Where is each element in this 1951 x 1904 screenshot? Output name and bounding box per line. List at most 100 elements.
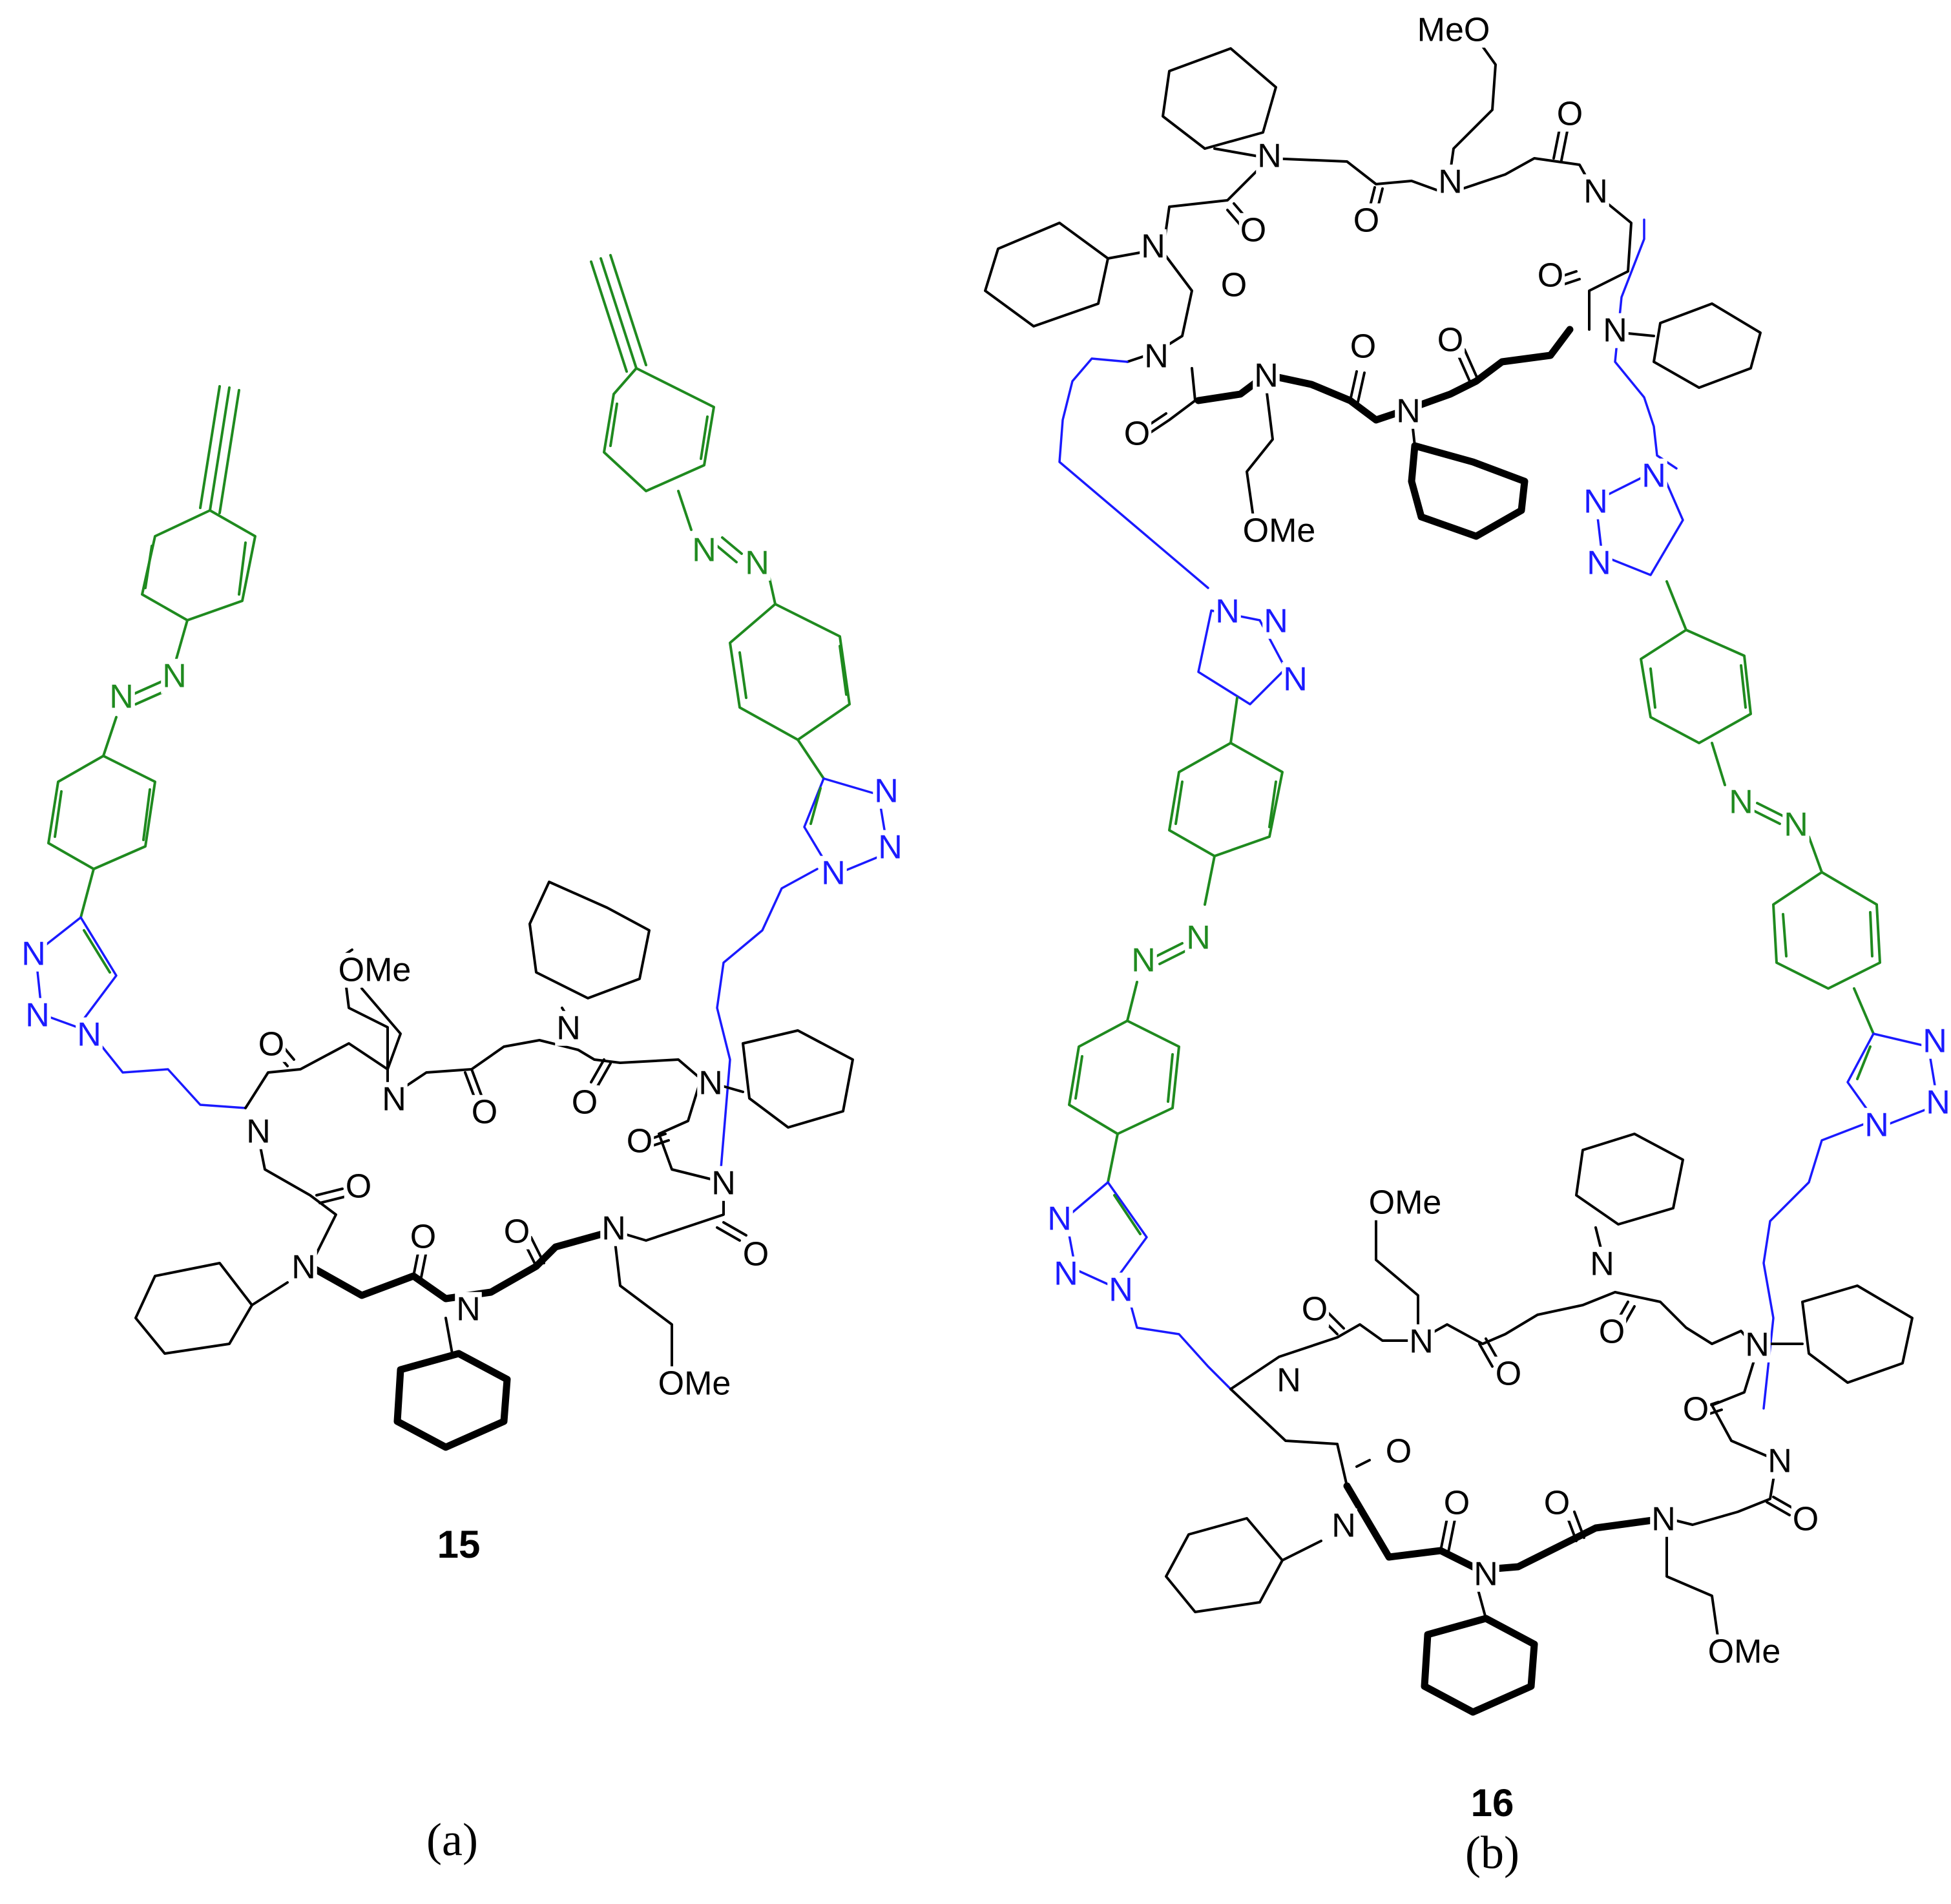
c15-o2: O: [472, 1094, 497, 1131]
c16-o11: O: [1599, 1313, 1625, 1351]
c16-left-upper-triazole: [1197, 609, 1287, 706]
c16-ome-top-2: OMe: [1243, 512, 1316, 550]
c16-n10: N: [1590, 1246, 1614, 1283]
c16-top-phenyl-3-bold: [1408, 442, 1528, 540]
c16-bottom-backbone: [1229, 1291, 1758, 1390]
c15-ome-bottom: OMe: [658, 1365, 731, 1403]
panel-a-label: (a): [426, 1814, 478, 1866]
c16-tri-r2-n1: N: [1923, 1023, 1947, 1060]
c15-backbone-upper: [244, 1039, 712, 1109]
c16-left-phenyl-lower: [1068, 1020, 1180, 1135]
c16-tri-r1-n1: N: [1642, 457, 1666, 495]
left-lower-phenyl-ring: [47, 755, 156, 870]
c16-n15: N: [1474, 1556, 1498, 1593]
c16-o6: O: [1350, 328, 1376, 366]
c16-top-backbone: [1268, 157, 1633, 331]
c16-azo-l-n1: N: [1131, 942, 1156, 979]
c15-ome-top: OMe: [339, 952, 412, 989]
compound-16-label: 16: [1471, 1781, 1514, 1825]
c16-tri-l1-n3: N: [1283, 661, 1308, 698]
c16-o13: O: [1386, 1433, 1412, 1470]
left-alkyne: [199, 385, 240, 514]
right-alkyne: [590, 254, 647, 373]
panel-b-label: (b): [1465, 1827, 1519, 1879]
c15-phenyl-3: [134, 1262, 253, 1355]
c16-tri-r2-n2: N: [1926, 1084, 1950, 1122]
right-upper-phenyl-ring: [603, 367, 715, 492]
c16-o1: O: [1557, 96, 1583, 133]
c16-o8: O: [1124, 415, 1150, 453]
compound-15-label: 15: [437, 1523, 481, 1566]
c16-n12: N: [1277, 1362, 1301, 1399]
c15-n2: N: [556, 1010, 581, 1047]
c16-n13: N: [1768, 1443, 1792, 1480]
c16-o5: O: [1538, 257, 1563, 295]
c16-tri-l1-n1: N: [1215, 593, 1240, 631]
c16-bottom-phenyl-1: [1575, 1133, 1684, 1226]
c16-o15: O: [1444, 1485, 1470, 1522]
c15-triazole-left-n1: N: [21, 936, 46, 973]
c16-n1: N: [1257, 138, 1282, 175]
c16-tri-r2-n3: N: [1864, 1107, 1889, 1144]
c16-n4: N: [1141, 228, 1165, 266]
c16-azo-r-n1: N: [1729, 784, 1753, 821]
c15-n8: N: [601, 1210, 626, 1248]
c15-phenyl-2: [742, 1029, 854, 1129]
compound-16-structure: [984, 41, 1939, 1716]
c15-triazole-right-n3: N: [821, 855, 846, 892]
c15-n4: N: [246, 1113, 271, 1151]
c16-right-phenyl-upper: [1640, 629, 1752, 744]
c15-o3: O: [572, 1084, 598, 1122]
c15-phenyl-1: [528, 881, 651, 999]
right-lower-phenyl-ring: [729, 603, 851, 741]
c16-n9: N: [1409, 1323, 1434, 1361]
c15-o1: O: [258, 1026, 284, 1063]
c16-left-lower-triazole: [1065, 1181, 1148, 1287]
c16-right-phenyl-lower: [1772, 871, 1881, 990]
c15-o7: O: [410, 1219, 436, 1256]
right-triazole-ring: [803, 777, 890, 877]
c16-n16: N: [1651, 1501, 1676, 1538]
c15-triazole-right-n2: N: [878, 829, 902, 866]
c16-n8: N: [1396, 393, 1421, 430]
c16-top-phenyl-1: [1162, 47, 1277, 150]
c15-triazole-left-n3: N: [77, 1016, 101, 1054]
c16-tri-l2-n1: N: [1047, 1200, 1072, 1238]
c16-ome-mid: OMe: [1369, 1184, 1442, 1222]
compound-15-atom-labels: N N N N N N N N N N OMe O N O N O N O N …: [20, 532, 904, 1403]
c15-n1: N: [382, 1081, 406, 1118]
c16-o7: O: [1437, 322, 1463, 359]
c16-o10: O: [1496, 1355, 1521, 1393]
c16-o2: O: [1353, 202, 1379, 240]
c16-o3: O: [1240, 212, 1266, 249]
c16-right-lower-triazole: [1846, 1032, 1939, 1129]
compound-16-atom-labels: MeO N N O O O N N O O N N N O O N O OMe …: [1046, 12, 1951, 1671]
c15-o5: O: [346, 1168, 371, 1206]
c16-o4: O: [1221, 267, 1247, 304]
c15-azo-n1: N: [109, 678, 134, 716]
c15-o8: O: [504, 1213, 530, 1251]
c15-n5: N: [711, 1165, 736, 1202]
c16-o14: O: [1793, 1501, 1819, 1538]
c16-bottom-phenyl-4-bold: [1421, 1615, 1538, 1716]
c16-n14: N: [1331, 1507, 1356, 1545]
c16-n3: N: [1583, 173, 1608, 211]
c16-n5: N: [1144, 338, 1169, 375]
c16-tri-r1-n3: N: [1587, 545, 1611, 582]
left-upper-phenyl-ring: [141, 509, 256, 622]
c16-n7: N: [1254, 357, 1278, 395]
c16-bottom-backbone-bold: [1343, 1482, 1671, 1574]
c16-tri-l2-n3: N: [1109, 1271, 1133, 1309]
c15-triazole-right-n1: N: [874, 773, 899, 810]
c15-phenyl-4-bold: [393, 1350, 511, 1451]
c15-azo-n2: N: [162, 658, 187, 695]
c16-n11: N: [1745, 1326, 1769, 1364]
c16-bottom-phenyl-3: [1165, 1517, 1284, 1613]
c16-bottom-phenyl-2: [1801, 1284, 1914, 1384]
c16-meo-top: MeO: [1417, 12, 1490, 49]
c16-tri-r1-n2: N: [1583, 483, 1608, 521]
c15-triazole-left-n2: N: [25, 997, 50, 1034]
c16-n2: N: [1438, 163, 1463, 201]
c16-azo-l-n2: N: [1186, 919, 1211, 957]
